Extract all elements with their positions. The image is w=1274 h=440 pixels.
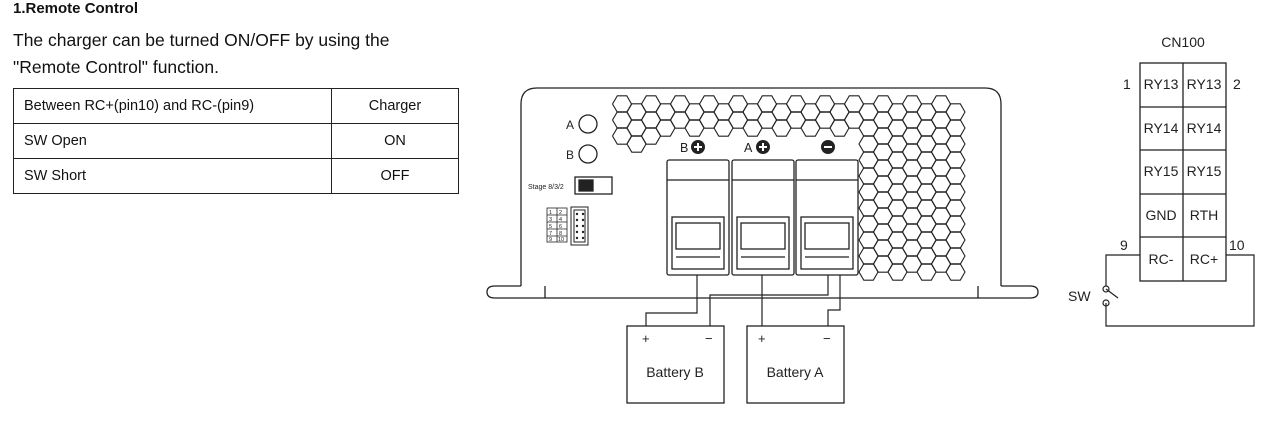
table-header-cell: Charger: [331, 88, 459, 124]
stage-switch-knob: [578, 179, 594, 192]
connector-pin: [575, 230, 579, 234]
cn100-cell: RY14: [1187, 120, 1222, 136]
pin-label: 9: [549, 237, 552, 243]
cn100-connector-port: [570, 206, 589, 246]
battery-b-minus: −: [705, 331, 713, 346]
minus-terminal-icon: [821, 140, 835, 154]
battery-a-label: Battery A: [767, 364, 824, 380]
cable-b-positive: [645, 275, 698, 326]
connector-pin: [575, 218, 579, 222]
intro-text: The charger can be turned ON/OFF by usin…: [13, 27, 433, 81]
cn100-cell: RC-: [1149, 251, 1174, 267]
table-header-row: Between RC+(pin10) and RC-(pin9) Charger: [13, 88, 459, 124]
vent-hex: [640, 127, 662, 145]
battery-b: [626, 325, 725, 404]
connector-pins: [575, 212, 585, 240]
connector-pin: [581, 212, 585, 216]
battery-cables: [645, 275, 841, 326]
pin-label: 4: [559, 217, 562, 223]
table-row: SW Open ON: [13, 123, 459, 159]
connector-pin: [581, 230, 585, 234]
terminal-a-label: A: [744, 141, 753, 155]
terminal-b-label: B: [680, 141, 688, 155]
led-a-label: A: [566, 118, 574, 132]
pin-10-label: 10: [1229, 237, 1245, 253]
table-header-cell: Between RC+(pin10) and RC-(pin9): [13, 88, 332, 124]
connector-pin: [575, 224, 579, 228]
table-cell: ON: [331, 123, 459, 159]
cn100-cell: RC+: [1190, 251, 1218, 267]
battery-a: [746, 325, 845, 404]
rc-plus-wire: [1105, 254, 1255, 327]
cn100-cell: RY13: [1144, 76, 1179, 92]
connector-pin: [581, 236, 585, 240]
remote-switch-wiring: [1102, 254, 1255, 327]
cn100-cell: RY15: [1144, 163, 1179, 179]
plus-terminal-b-icon: [691, 140, 705, 154]
cable-b-negative: [709, 275, 829, 326]
terminal-block: [666, 159, 730, 276]
connector-pin: [575, 212, 579, 216]
battery-b-label: Battery B: [646, 364, 704, 380]
led-b-indicator: [578, 144, 598, 164]
intro-line-1: The charger can be turned ON/OFF by usin…: [13, 30, 390, 50]
stage-switch[interactable]: [574, 176, 613, 195]
terminal-block: [731, 159, 795, 276]
charger-enclosure: [520, 87, 1002, 286]
pin-label: 8: [559, 231, 562, 237]
cn100-cells: RY13 RY13 RY14 RY14 RY15 RY15 GND RTH RC…: [1144, 76, 1222, 267]
switch-label: SW: [1068, 288, 1091, 304]
vent-honeycomb: [611, 95, 966, 281]
section-heading: 1.Remote Control: [13, 0, 139, 17]
pin-label: 5: [549, 224, 552, 230]
rc-minus-wire: [1105, 254, 1140, 286]
terminal-block: [795, 159, 859, 276]
plus-terminal-a-icon: [756, 140, 770, 154]
pin-2-label: 2: [1233, 76, 1241, 92]
pin-label: 1: [549, 210, 552, 216]
pin-9-label: 9: [1120, 237, 1128, 253]
switch-lever-icon: [1105, 288, 1119, 299]
cable-a-negative: [827, 275, 841, 326]
table-cell: SW Short: [13, 158, 332, 194]
connector-pin: [581, 218, 585, 222]
pin-label: 7: [549, 231, 552, 237]
cn100-cell: RY14: [1144, 120, 1179, 136]
pin-number-table: [546, 207, 568, 243]
battery-a-minus: −: [823, 331, 831, 346]
intro-line-2: "Remote Control" function.: [13, 57, 219, 77]
cn100-cell: GND: [1145, 207, 1176, 223]
table-row: SW Short OFF: [13, 158, 459, 194]
vent-hex: [945, 263, 966, 281]
pin-number-labels: 1 2 3 4 5 6 7 8 9 10: [549, 210, 564, 243]
pin-label: 10: [558, 237, 564, 243]
remote-control-table: Between RC+(pin10) and RC-(pin9) Charger…: [13, 88, 459, 194]
table-cell: OFF: [331, 158, 459, 194]
cn100-cell: RY13: [1187, 76, 1222, 92]
stage-switch-label: Stage 8/3/2: [528, 184, 564, 191]
cn100-cell: RTH: [1190, 207, 1219, 223]
pin-1-label: 1: [1123, 76, 1131, 92]
battery-a-plus: +: [758, 331, 766, 346]
cn100-title: CN100: [1161, 34, 1205, 50]
cn100-cell: RY15: [1187, 163, 1222, 179]
connector-pin: [581, 224, 585, 228]
terminal-blocks: [666, 159, 859, 276]
pin-label: 3: [549, 217, 552, 223]
battery-b-plus: +: [642, 331, 650, 346]
led-b-label: B: [566, 148, 574, 162]
led-a-indicator: [578, 114, 598, 134]
pin-label: 2: [559, 210, 562, 216]
connector-pin: [575, 236, 579, 240]
pin-label: 6: [559, 224, 562, 230]
switch-terminal: [1102, 285, 1110, 293]
switch-terminal: [1102, 299, 1110, 307]
